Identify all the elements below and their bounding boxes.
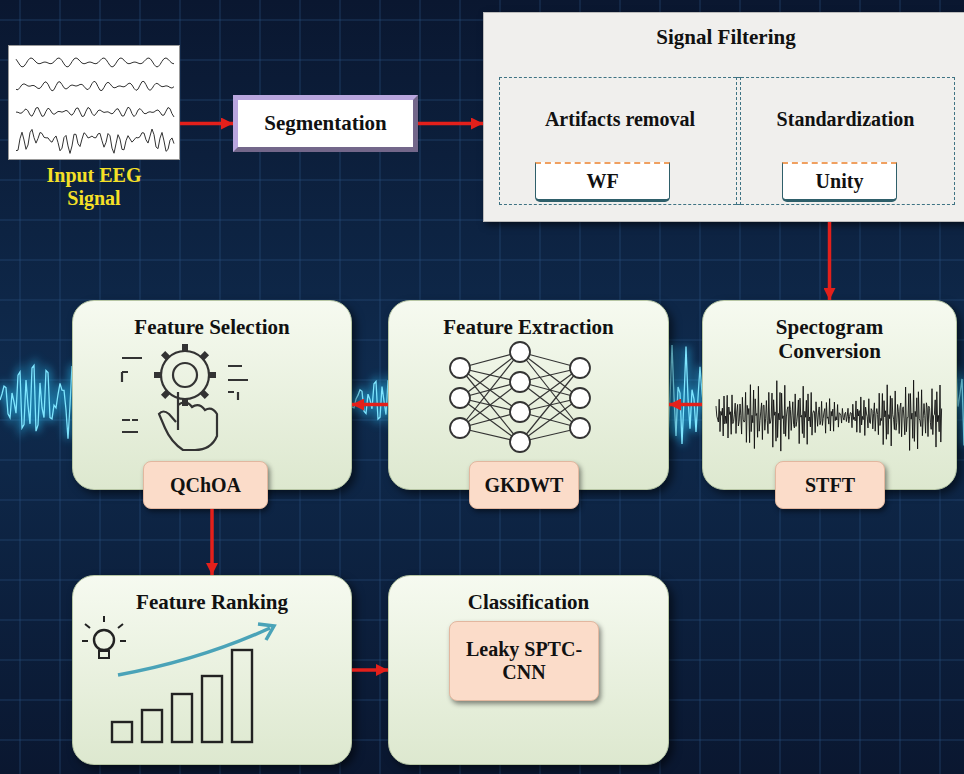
node-label: Signal Filtering [484,25,964,49]
input-image: Input EEG Signal [8,45,180,160]
flow-arrow [418,122,483,126]
flow-arrow [180,122,233,126]
node-label: WF [586,170,618,193]
method-tag: WF [535,162,670,202]
process-box: ClassificationLeaky SPTC-CNN [388,575,669,765]
process-box: Feature SelectionQChOA [72,300,352,490]
process-box: Segmentation [233,95,418,152]
node-label: Artifacts removal [500,108,740,131]
flow-arrow [210,509,214,575]
eeg-traces [16,58,174,153]
node-label: Spectogram Conversion [760,315,900,363]
node-label: Feature Extraction [389,315,668,339]
node-label: Segmentation [264,111,387,135]
process-box: Spectogram ConversionSTFT [702,300,957,490]
method-tag: STFT [775,461,885,509]
method-tag: QChOA [143,461,268,509]
neural-net-icon [450,342,590,452]
node-label: STFT [805,474,855,497]
flow-arrow [352,668,388,672]
ranking-icon [82,616,274,742]
gear-hand-icon [122,344,248,450]
flow-arrow [669,403,702,407]
spectrogram-wave [716,380,942,451]
node-label: GKDWT [485,474,564,497]
process-box: Feature Ranking [72,575,352,765]
node-label: Classification [389,590,668,614]
signal-label: Input EEG Signal [29,164,159,210]
dashed-box: Artifacts removalWF [499,77,741,205]
flow-arrow [828,222,832,300]
filter-panel: Signal FilteringArtifacts removalWFStand… [483,12,964,222]
node-label: Unity [816,170,864,193]
flow-arrow [352,403,388,407]
node-label: QChOA [170,474,241,497]
method-tag: GKDWT [469,461,579,509]
process-box: Feature ExtractionGKDWT [388,300,669,490]
node-label: Feature Ranking [73,590,351,614]
node-label: Leaky SPTC-CNN [464,638,584,684]
dashed-box: StandardizationUnity [736,77,955,205]
node-label: Standardization [737,108,954,131]
method-tag: Leaky SPTC-CNN [449,621,599,701]
method-tag: Unity [782,162,897,202]
node-label: Feature Selection [73,315,351,339]
